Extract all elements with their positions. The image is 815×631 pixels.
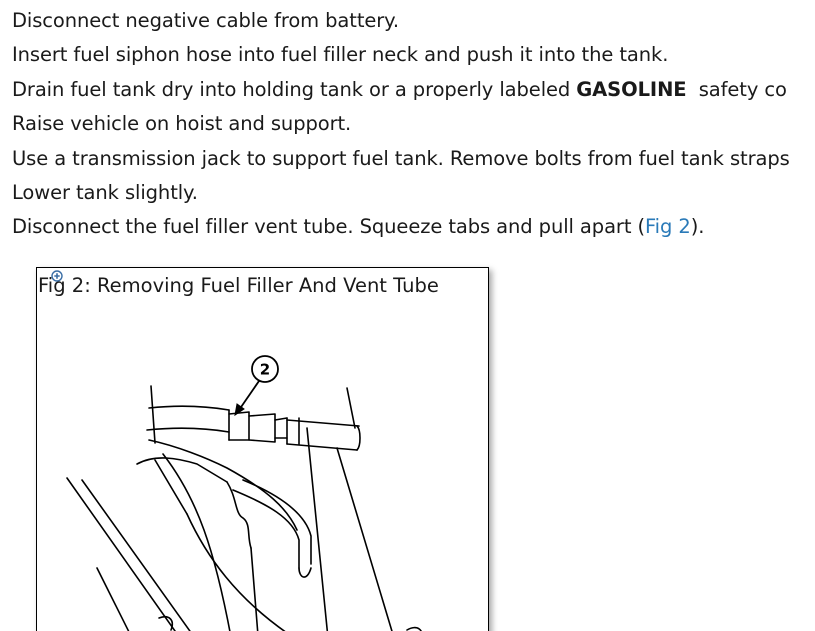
- step-disconnect-battery: Disconnect negative cable from battery.: [12, 6, 815, 40]
- figure-caption: Fig 2: Removing Fuel Filler And Vent Tub…: [38, 274, 439, 297]
- procedure-steps: Disconnect negative cable from battery. …: [12, 6, 815, 247]
- step-drain-fuel-tank: Drain fuel tank dry into holding tank or…: [12, 75, 815, 109]
- step-text: Raise vehicle on hoist and support.: [12, 112, 352, 136]
- step-text: Drain fuel tank dry into holding tank or…: [12, 77, 577, 101]
- gasoline-emphasis: GASOLINE: [576, 77, 687, 101]
- callout-2-label: 2: [260, 361, 270, 379]
- step-lower-tank: Lower tank slightly.: [12, 178, 815, 212]
- figure-fuel-filler-vent-tube: 2 Fig 2: Removing Fuel Filler And Vent T…: [36, 267, 489, 631]
- step-text: Insert fuel siphon hose into fuel filler…: [12, 43, 669, 67]
- step-raise-vehicle: Raise vehicle on hoist and support.: [12, 109, 815, 143]
- step-disconnect-vent-tube: Disconnect the fuel filler vent tube. Sq…: [12, 212, 815, 246]
- step-text-continued: safety co: [686, 77, 787, 101]
- step-text: Disconnect negative cable from battery.: [12, 9, 399, 32]
- step-insert-siphon-hose: Insert fuel siphon hose into fuel filler…: [12, 40, 815, 74]
- step-text: Use a transmission jack to support fuel …: [12, 146, 790, 170]
- step-text-continued: ).: [690, 215, 705, 239]
- fig-2-link[interactable]: Fig 2: [644, 215, 691, 239]
- fuel-filler-line-drawing: 2: [66, 355, 422, 631]
- step-text: Disconnect the fuel filler vent tube. Sq…: [12, 215, 645, 239]
- step-text: Lower tank slightly.: [12, 180, 198, 204]
- step-support-fuel-tank: Use a transmission jack to support fuel …: [12, 144, 815, 178]
- zoom-in-icon[interactable]: [51, 270, 63, 282]
